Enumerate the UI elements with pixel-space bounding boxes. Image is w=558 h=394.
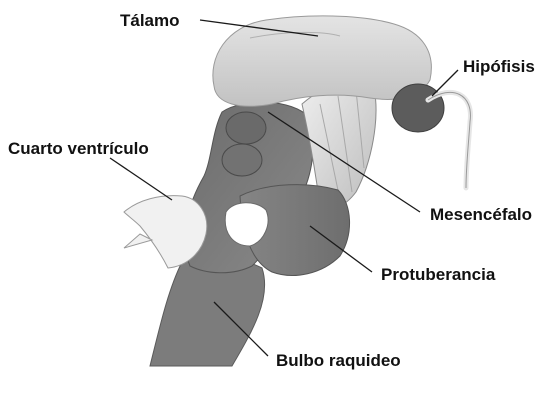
medulla-shape bbox=[150, 256, 265, 366]
label-mesencefalo: Mesencéfalo bbox=[430, 205, 532, 224]
leader-cuarto-ventriculo bbox=[110, 158, 172, 200]
colliculus-lower bbox=[222, 144, 262, 176]
label-hipofisis: Hipófisis bbox=[463, 57, 535, 76]
label-cuarto-ventriculo: Cuarto ventrículo bbox=[8, 139, 149, 158]
label-protuberancia: Protuberancia bbox=[381, 265, 496, 284]
label-talamo: Tálamo bbox=[120, 11, 180, 30]
colliculus-upper bbox=[226, 112, 266, 144]
label-bulbo-raquideo: Bulbo raquideo bbox=[276, 351, 401, 370]
